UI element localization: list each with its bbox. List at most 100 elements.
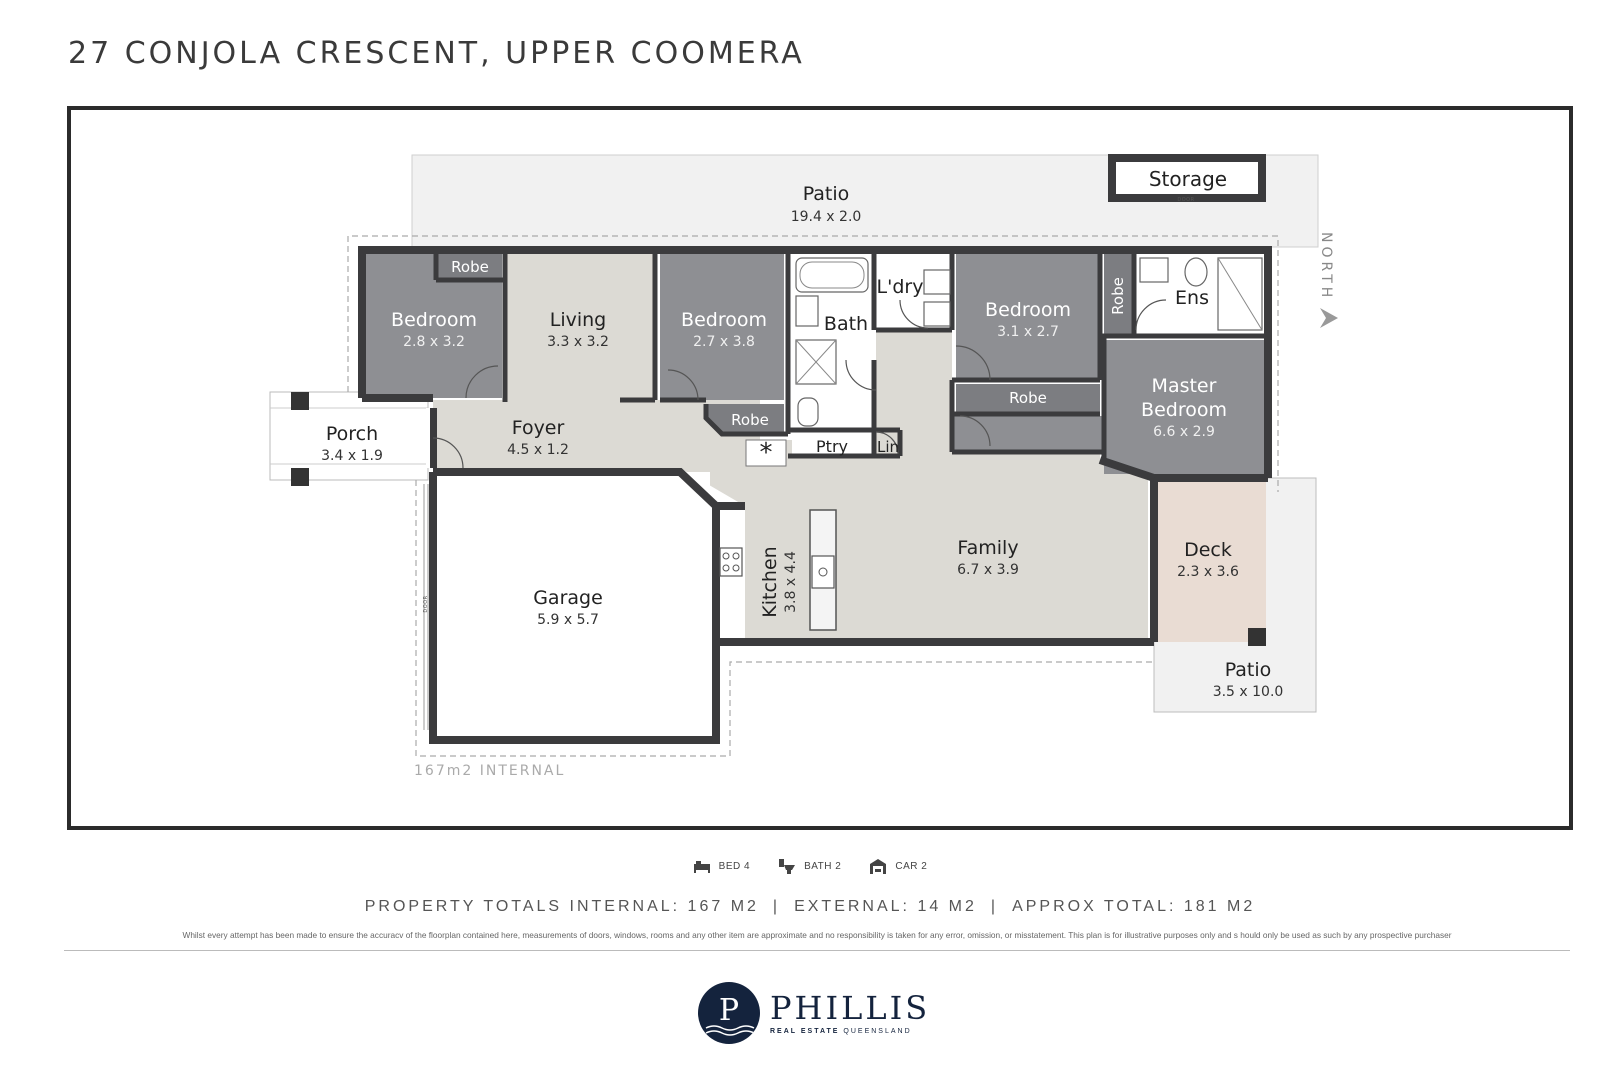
page-title: 27 CONJOLA CRESCENT, UPPER COOMERA — [68, 36, 805, 71]
foyer-dims: 4.5 x 1.2 — [507, 442, 569, 458]
patio-side-name: Patio — [1225, 659, 1272, 681]
living-name: Living — [550, 309, 607, 331]
kitchen-name: Kitchen — [759, 546, 781, 617]
disclaimer: Whilst every attempt has been made to en… — [182, 930, 1452, 940]
master-bedroom-name: Master — [1152, 375, 1217, 397]
north-arrow-icon — [1320, 308, 1338, 328]
feature-summary: BED 4 BATH 2 CAR 2 — [0, 858, 1620, 874]
toilet-icon — [779, 859, 796, 874]
porch-post-bottom — [291, 468, 309, 486]
wall-exterior-north — [358, 246, 1272, 478]
living-dims: 3.3 x 3.2 — [547, 334, 609, 350]
garage-door-label: DOOR — [423, 595, 429, 612]
storage-door-label: DOOR — [1177, 197, 1194, 203]
garage-icon — [870, 859, 887, 874]
patio-side-dims: 3.5 x 10.0 — [1213, 684, 1284, 700]
divider — [64, 950, 1570, 951]
kitchen-sink-icon — [811, 555, 835, 589]
logo-sub-bold: REAL ESTATE — [770, 1027, 840, 1035]
foyer-floor — [433, 400, 653, 468]
internal-area-label: 167m2 INTERNAL — [414, 763, 565, 779]
logo-mark: P — [698, 982, 760, 1044]
car-count: CAR 2 — [895, 860, 928, 872]
logo-letter: P — [719, 993, 739, 1028]
bedroom3-name: Bedroom — [985, 299, 1071, 321]
robe3-floor — [1104, 254, 1132, 334]
ac-unit-icon — [745, 439, 787, 467]
living-floor — [433, 254, 1148, 642]
property-totals: PROPERTY TOTALS INTERNAL: 167 M2 | EXTERNA… — [0, 898, 1620, 916]
storage-name: Storage — [1149, 167, 1227, 191]
north-label: NORTH — [1318, 232, 1334, 301]
agency-logo: P PHILLIS REAL ESTATE QUEENSLAND — [698, 982, 930, 1044]
logo-subtitle: REAL ESTATE QUEENSLAND — [770, 1028, 930, 1035]
total-external: EXTERNAL: 14 M2 — [794, 898, 977, 915]
garage-dims: 5.9 x 5.7 — [537, 612, 599, 628]
family-name: Family — [957, 537, 1018, 559]
master-bedroom-floor — [952, 340, 1264, 474]
garage-floor — [434, 472, 710, 736]
robe4-name: Robe — [1009, 389, 1047, 407]
laundry-tub-icon — [923, 269, 951, 295]
toilet-icon — [797, 397, 819, 427]
kitchen-dims: 3.8 x 4.4 — [783, 551, 799, 613]
total-approx: APPROX TOTAL: 181 M2 — [1012, 898, 1256, 915]
deck-name: Deck — [1184, 539, 1232, 561]
bath-count: BATH 2 — [804, 860, 842, 872]
bedroom3-floor — [956, 254, 1100, 380]
robe1-name: Robe — [451, 258, 489, 276]
ensuite-toilet-icon — [1184, 257, 1208, 287]
bed-icon — [693, 861, 710, 873]
laundry-name: L'dry — [877, 276, 924, 298]
eave-outline — [347, 235, 1279, 492]
ensuite-name: Ens — [1175, 287, 1209, 309]
linen-name: Lin — [877, 438, 899, 456]
patio-top-name: Patio — [803, 183, 850, 205]
bedroom2-name: Bedroom — [681, 309, 767, 331]
logo-sub-light: QUEENSLAND — [843, 1027, 912, 1035]
robe1-floor — [436, 254, 502, 280]
bedroom3-dims: 3.1 x 2.7 — [997, 324, 1059, 340]
porch-post-top — [291, 392, 309, 410]
bedroom2-floor — [660, 254, 784, 400]
feature-bath: BATH 2 — [778, 858, 841, 874]
robe2-floor — [706, 404, 784, 434]
logo-name: PHILLIS — [770, 988, 931, 1027]
storage-room — [1108, 154, 1266, 202]
washing-machine-icon — [923, 301, 951, 327]
pantry-name: Ptry — [816, 437, 848, 456]
bedroom2-dims: 2.7 x 3.8 — [693, 334, 755, 350]
pantry-floor — [792, 430, 876, 456]
totals-separator-1: | — [772, 898, 781, 915]
deck-floor — [1154, 478, 1266, 642]
foyer-name: Foyer — [512, 417, 565, 439]
deck-dims: 2.3 x 3.6 — [1177, 564, 1239, 580]
bath-name: Bath — [824, 313, 868, 335]
master-bedroom-name2: Bedroom — [1141, 399, 1227, 421]
eave-outline-bottom — [415, 480, 1154, 757]
family-dims: 6.7 x 3.9 — [957, 562, 1019, 578]
deck-post — [1248, 628, 1266, 646]
feature-bed: BED 4 — [693, 858, 750, 874]
robe4-floor — [956, 384, 1100, 412]
kitchen-cooktop-icon — [719, 547, 743, 577]
ensuite-vanity-icon — [1139, 257, 1169, 283]
robe3-name: Robe — [1109, 277, 1127, 315]
patio-top-dims: 19.4 x 2.0 — [791, 209, 862, 225]
porch-name: Porch — [326, 423, 378, 445]
bedroom1-name: Bedroom — [391, 309, 477, 331]
bedroom1-dims: 2.8 x 3.2 — [403, 334, 465, 350]
totals-separator-2: | — [990, 898, 999, 915]
master-bedroom-dims: 6.6 x 2.9 — [1153, 424, 1215, 440]
logo-text: PHILLIS REAL ESTATE QUEENSLAND — [770, 992, 930, 1035]
porch-dims: 3.4 x 1.9 — [321, 448, 383, 464]
total-internal: PROPERTY TOTALS INTERNAL: 167 M2 — [364, 898, 759, 915]
bath-vanity-icon — [795, 295, 819, 327]
feature-car: CAR 2 — [869, 858, 927, 874]
robe2-name: Robe — [731, 411, 769, 429]
svg-text:*: * — [760, 438, 773, 468]
bathtub-icon — [795, 257, 869, 293]
hall-floor — [876, 330, 952, 460]
garage-name: Garage — [533, 587, 603, 609]
